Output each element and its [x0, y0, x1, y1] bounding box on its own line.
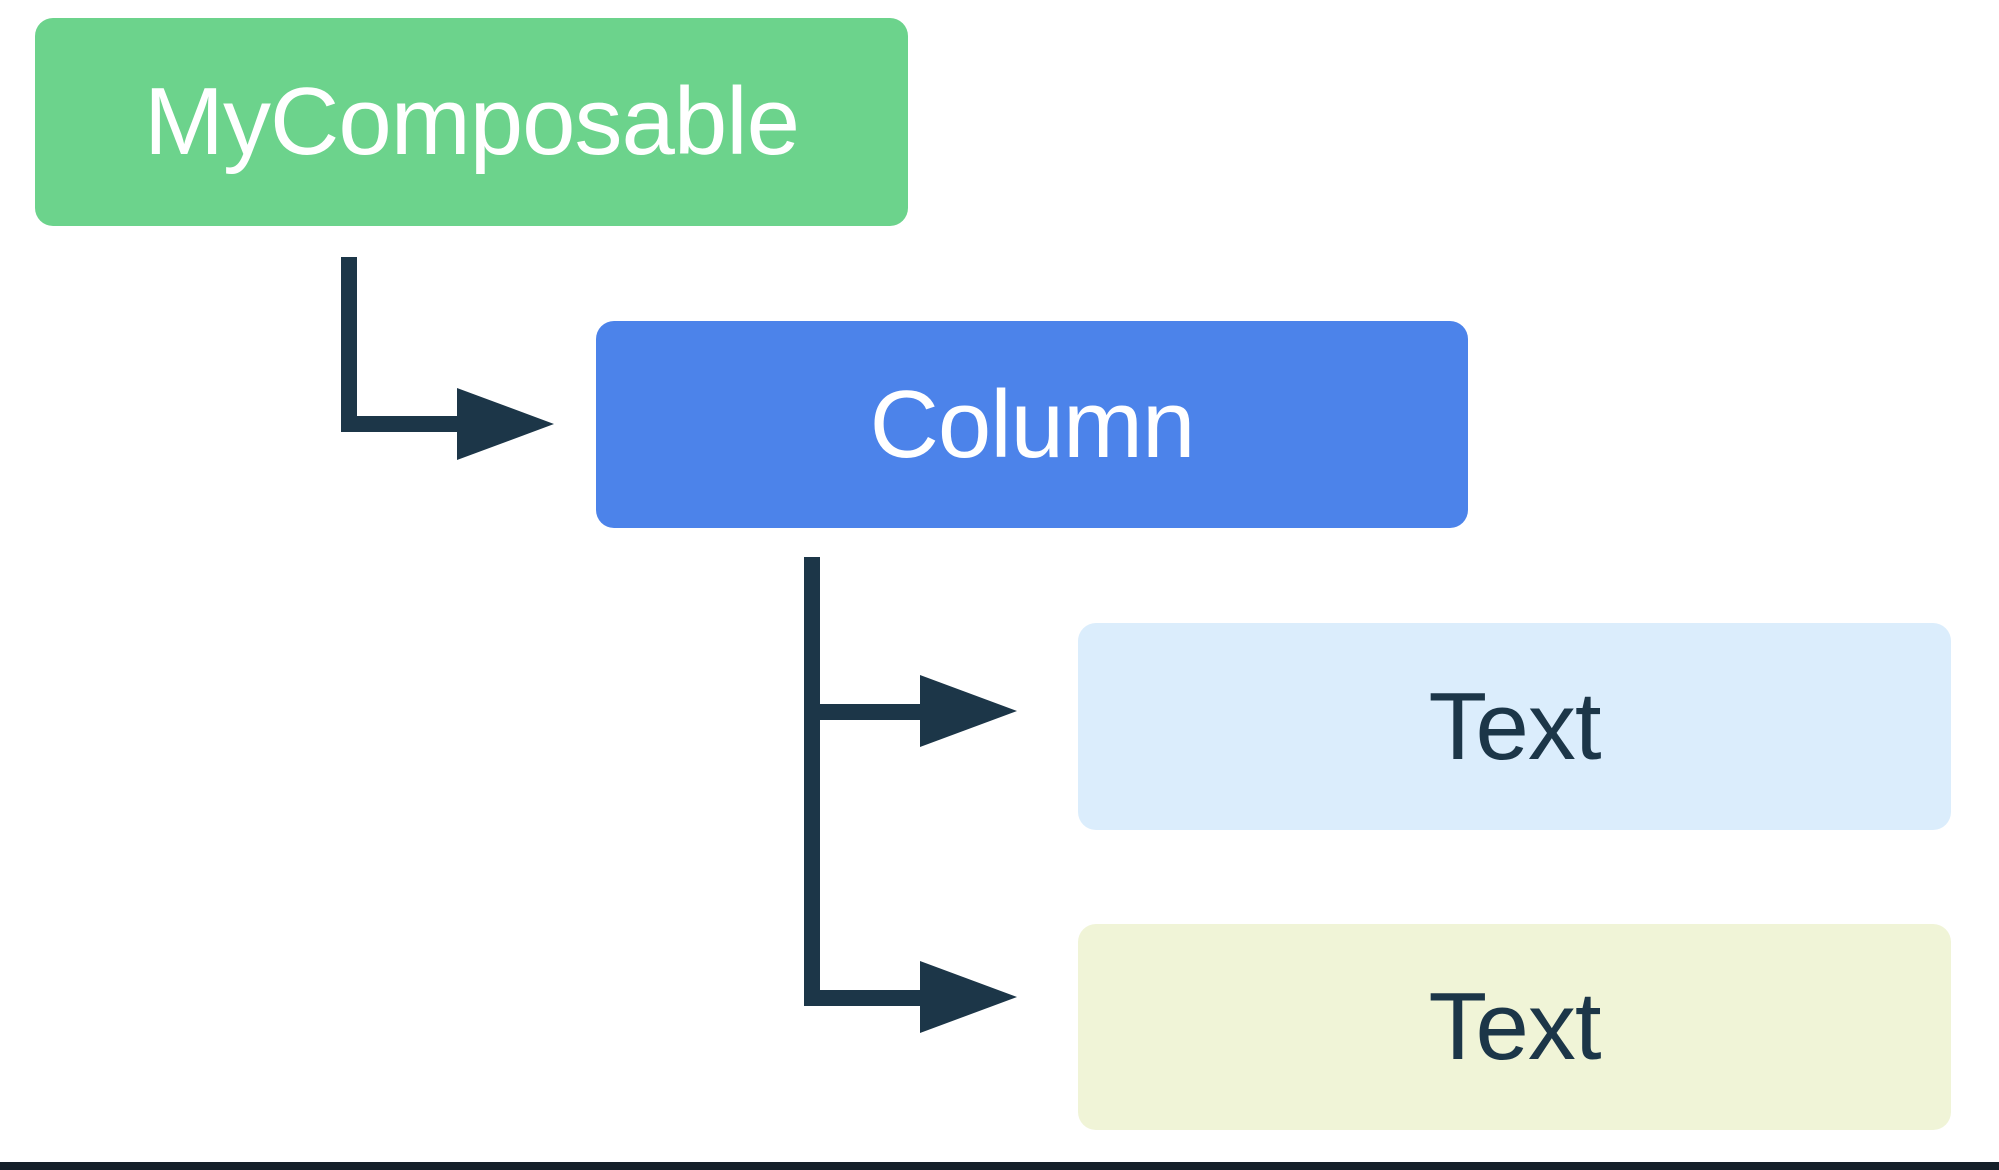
node-text-1: Text [1078, 623, 1951, 830]
node-text-2-label: Text [1428, 973, 1601, 1080]
arrowhead-icon [920, 961, 1017, 1033]
node-column-label: Column [869, 370, 1196, 478]
node-text-1-label: Text [1428, 672, 1601, 780]
arrow-branch1-horizontal-segment [804, 704, 924, 720]
arrowhead-icon [920, 675, 1017, 747]
arrowhead-icon [457, 388, 554, 460]
node-mycomposable: MyComposable [35, 18, 908, 226]
node-column: Column [596, 321, 1468, 528]
arrow-vertical-segment [341, 257, 357, 432]
arrow-branch2-horizontal-segment [804, 990, 924, 1006]
node-mycomposable-label: MyComposable [144, 68, 800, 175]
node-text-2: Text [1078, 924, 1951, 1130]
arrow-trunk-vertical-segment [804, 557, 820, 1005]
bottom-border-line [0, 1162, 1999, 1170]
arrow-horizontal-segment [341, 416, 462, 432]
